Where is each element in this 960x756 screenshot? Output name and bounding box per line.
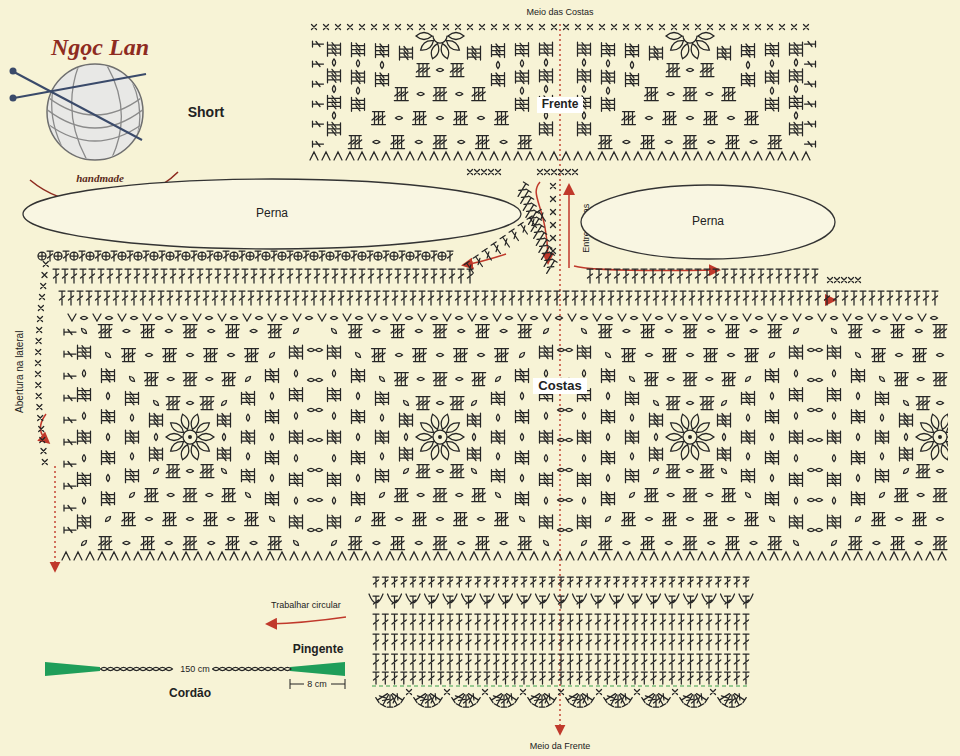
back-edge-stitches: [64, 329, 76, 533]
leg-oval: Perna: [580, 184, 836, 260]
work-arrow: [464, 254, 506, 265]
leg-label: Perna: [692, 215, 724, 229]
part-label: Frente: [537, 97, 584, 113]
yarn-strand: [45, 95, 145, 115]
dimension-label: 150 cm: [180, 664, 210, 674]
oval-shape: [23, 179, 521, 249]
dimension-bar: [290, 684, 304, 685]
needle-end: [10, 95, 17, 102]
yarn-ball: [47, 64, 143, 160]
back-stitches-fill: [188, 435, 942, 439]
knitting-needle: [14, 72, 142, 140]
work-arrow: [574, 266, 718, 271]
part-label: Pingente: [293, 643, 344, 657]
part-label: Cordão: [169, 687, 211, 701]
dimension-bar: [331, 684, 345, 685]
back-stitches: [62, 314, 948, 560]
work-arrow: [568, 186, 570, 268]
instruction-note: Trabalhar circular: [271, 600, 341, 610]
tassel: [45, 662, 100, 676]
oval-shape: [581, 185, 835, 259]
knitting-needle: [14, 74, 146, 98]
leg-oval: Perna: [22, 178, 522, 250]
yarn-strand: [125, 68, 140, 155]
part-label: Costas: [533, 378, 586, 395]
chart-title: Short: [188, 104, 225, 120]
dimension-line: [290, 679, 345, 689]
circular-arrow: [268, 617, 346, 624]
waist-guide: [372, 686, 750, 687]
yarn-strand: [52, 65, 68, 158]
needle-end: [10, 68, 17, 75]
yarn-strand: [45, 122, 145, 141]
waistband-stitches: [369, 577, 753, 707]
side-line: [54, 466, 55, 570]
tassel: [290, 662, 345, 676]
watermark: Ngọc Lan: [51, 34, 149, 62]
yarn-strand: [72, 62, 88, 162]
work-arrow: [536, 182, 548, 262]
logo: [10, 62, 179, 202]
side-opening-label: Abertura na lateral: [14, 331, 26, 413]
dimension-label: 8 cm: [307, 679, 327, 689]
watermark: handmade: [76, 172, 124, 185]
yarn-strand: [45, 108, 145, 128]
center-back-label: Meio das Costas: [527, 7, 594, 17]
center-front-label: Meio da Frente: [530, 741, 591, 751]
yarn-strand: [105, 62, 121, 162]
leg-label: Perna: [256, 207, 288, 221]
